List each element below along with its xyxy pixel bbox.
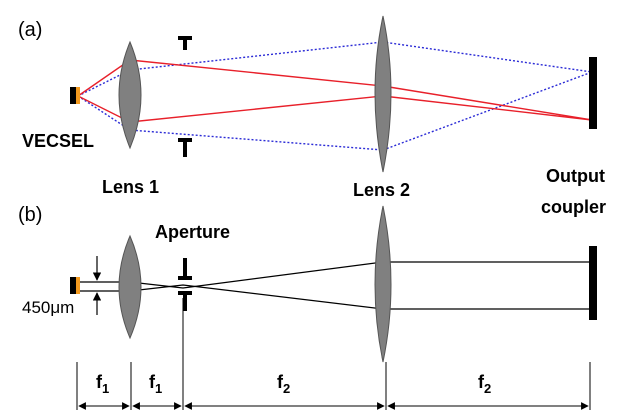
dim-label-f1-second: f1 [149,372,162,396]
lens1-label: Lens 1 [102,177,159,197]
panel-a-tag: (a) [18,19,42,41]
dim-label-f2-first: f2 [277,372,290,396]
beam-upper [80,261,592,289]
beam-lower [80,284,592,310]
lens2-a [374,15,392,173]
beam-path-b [80,261,592,310]
aperture-b [178,258,192,311]
lens1-a [118,40,142,150]
dim-label-f2-second: f2 [478,372,491,396]
vecsel-label: VECSEL [22,131,94,151]
vecsel-chip-a [70,87,80,104]
blue-ray-path [77,41,593,151]
blue-ray-lower [77,71,593,151]
output-coupler-label-line1: Output [546,166,605,186]
dimension-ticks [76,298,591,410]
output-coupler-label-line2: coupler [541,197,606,217]
lens2-label: Lens 2 [353,180,410,200]
aperture-a [178,36,192,157]
lens1-b [118,234,142,340]
vecsel-chip-b [70,277,80,294]
lens2-b [374,205,392,363]
red-ray-path [77,59,593,123]
red-ray-lower [77,95,593,123]
aperture-label: Aperture [155,222,230,242]
output-coupler-b [589,246,597,320]
spot-size-label: 450μm [22,298,74,317]
dim-label-f1-first: f1 [96,372,109,396]
blue-ray-upper [77,41,593,97]
red-ray-upper [77,59,593,121]
output-coupler-a [589,57,597,129]
panel-b-tag: (b) [18,204,42,226]
